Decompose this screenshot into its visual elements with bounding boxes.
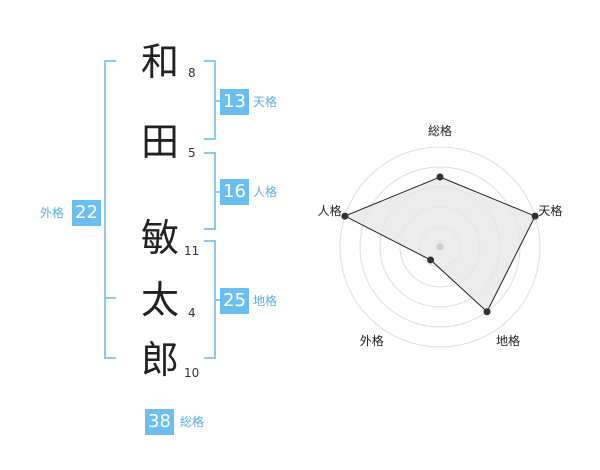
name-char-4: 太 bbox=[140, 278, 179, 322]
name-char-3: 敏 bbox=[140, 216, 179, 260]
name-char-5: 郎 bbox=[140, 338, 179, 382]
jinkaku-value: 16 bbox=[220, 179, 249, 205]
stroke-count-2: 5 bbox=[188, 146, 196, 160]
tenkaku-connector bbox=[214, 100, 222, 102]
radar-axis-label: 外格 bbox=[360, 333, 384, 348]
radar-grid-ring bbox=[339, 146, 541, 348]
radar-axis-label: 地格 bbox=[496, 333, 520, 348]
radar-point bbox=[531, 212, 539, 220]
gaikaku-label: 外格 bbox=[40, 206, 65, 220]
chikaku-connector bbox=[214, 299, 222, 301]
radar-axis-label: 総格 bbox=[428, 123, 452, 138]
soukaku-value: 38 bbox=[145, 409, 174, 435]
radar-point bbox=[483, 308, 491, 316]
radar-point bbox=[427, 256, 435, 264]
gaikaku-bracket bbox=[104, 60, 116, 359]
tenkaku-label: 天格 bbox=[253, 95, 278, 109]
name-char-1: 和 bbox=[140, 40, 179, 84]
radar-center-dot bbox=[436, 243, 444, 251]
stroke-count-3: 11 bbox=[184, 244, 200, 258]
radar-axis-label: 人格 bbox=[318, 203, 342, 218]
chikaku-label: 地格 bbox=[253, 294, 278, 308]
chikaku-value: 25 bbox=[220, 288, 249, 314]
jinkaku-label: 人格 bbox=[253, 185, 278, 199]
stroke-count-5: 10 bbox=[184, 366, 200, 380]
stroke-count-4: 4 bbox=[188, 306, 196, 320]
gaikaku-value: 22 bbox=[72, 200, 101, 226]
jinkaku-connector bbox=[214, 191, 222, 193]
radar-point bbox=[341, 212, 349, 220]
tenkaku-value: 13 bbox=[220, 89, 249, 115]
gaikaku-divider bbox=[104, 297, 116, 299]
radar-axis-label: 天格 bbox=[538, 203, 562, 218]
stroke-count-1: 8 bbox=[188, 66, 196, 80]
soukaku-label: 総格 bbox=[180, 415, 205, 429]
name-char-2: 田 bbox=[140, 120, 179, 164]
radar-point bbox=[436, 173, 444, 181]
